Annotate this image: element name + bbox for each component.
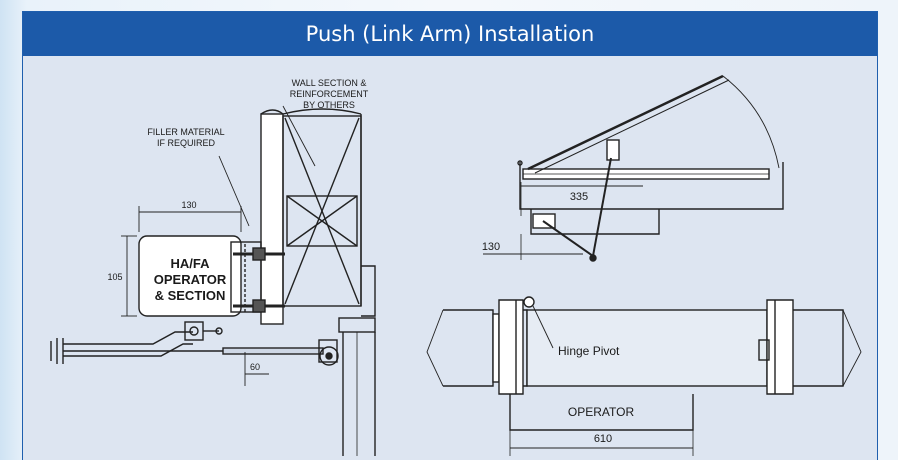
- dim-130-side: 130: [482, 241, 500, 253]
- dim-105: 105: [107, 272, 122, 282]
- dim-610: 610: [594, 433, 612, 445]
- door-plan-drawing: [426, 296, 862, 456]
- wall-section-drawing: [50, 105, 376, 456]
- diagram-panel: Push (Link Arm) Installation: [22, 11, 878, 460]
- panel-title: Push (Link Arm) Installation: [23, 12, 877, 56]
- installation-drawing: WALL SECTION & REINFORCEMENT BY OTHERS F…: [50, 74, 862, 456]
- filler-material-label-2: IF REQUIRED: [157, 138, 216, 148]
- operator-section-label-2: OPERATOR: [154, 272, 227, 287]
- wall-stud: [260, 113, 284, 325]
- filler-material-label-1: FILLER MATERIAL: [147, 127, 224, 137]
- operator-section-label-1: HA/FA: [171, 256, 211, 271]
- operator-section-label-3: & SECTION: [155, 288, 226, 303]
- operator-housing: [138, 235, 242, 317]
- wall-section-label-1: WALL SECTION &: [292, 78, 367, 88]
- dim-335: 335: [570, 191, 588, 203]
- wall-section-label-3: BY OTHERS: [303, 100, 355, 110]
- operator-label: OPERATOR: [568, 405, 635, 419]
- wall-section-label-2: REINFORCEMENT: [290, 89, 369, 99]
- door-elevation-drawing: [483, 74, 784, 262]
- dim-60: 60: [250, 362, 260, 372]
- dim-130-top: 130: [181, 200, 196, 210]
- hinge-pivot-label: Hinge Pivot: [558, 344, 620, 358]
